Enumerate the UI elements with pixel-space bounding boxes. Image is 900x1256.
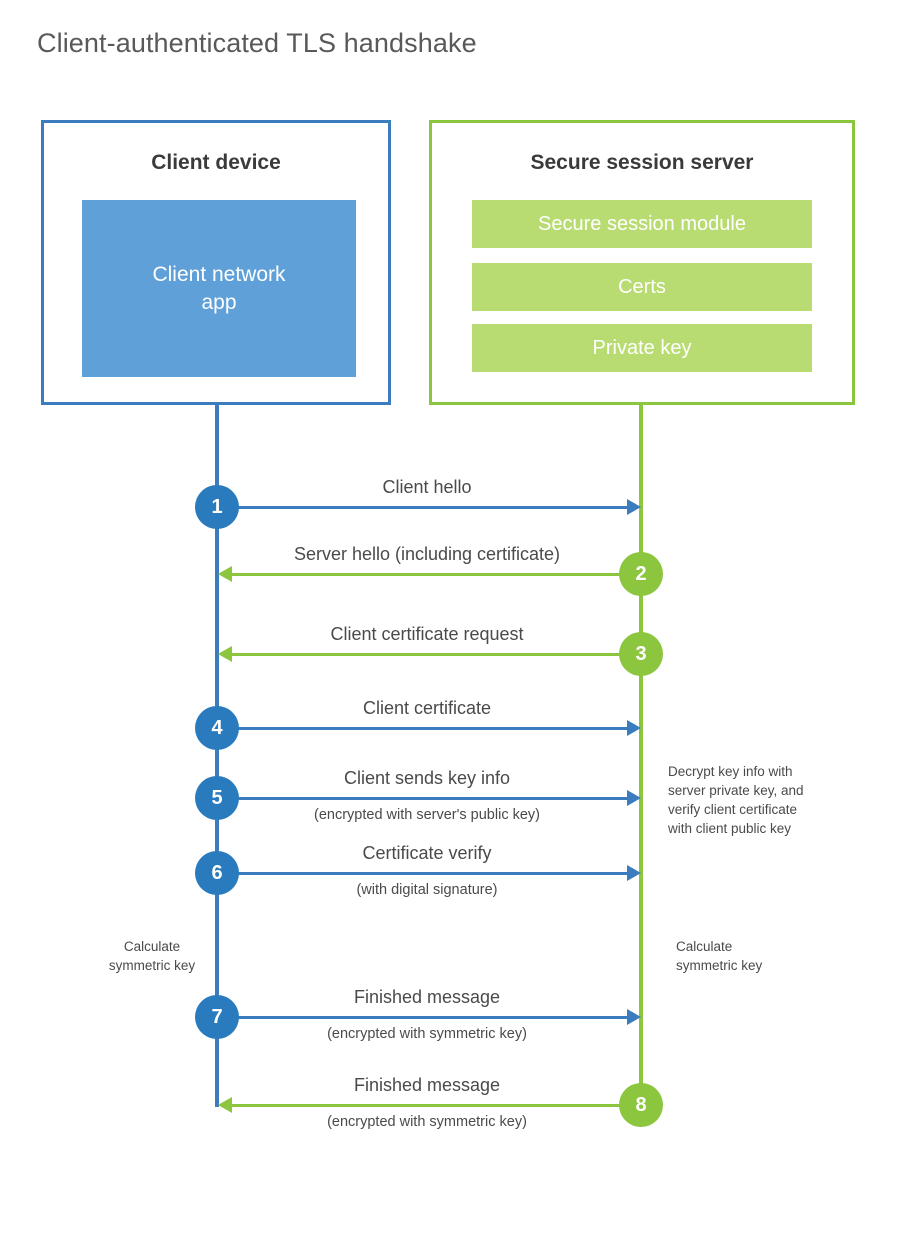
message-label-7: Finished message bbox=[353, 987, 501, 1007]
step-circle-2[interactable]: 2 bbox=[619, 552, 663, 596]
message-label-8: Finished message bbox=[353, 1075, 501, 1095]
page-title: Client-authenticated TLS handshake bbox=[37, 28, 477, 58]
arrow-head-icon-6 bbox=[627, 865, 641, 881]
server-component-secure-session-module: Secure session module bbox=[472, 200, 812, 248]
step-circle-5[interactable]: 5 bbox=[195, 776, 239, 820]
step-circle-8[interactable]: 8 bbox=[619, 1083, 663, 1127]
client-device-title: Client device bbox=[151, 151, 281, 174]
arrow-shaft-5 bbox=[217, 797, 635, 800]
server-decrypt-annotation: Decrypt key info with server private key… bbox=[668, 764, 804, 837]
step-circle-6[interactable]: 6 bbox=[195, 851, 239, 895]
secure-session-server-box: Secure session server Secure session mod… bbox=[429, 120, 855, 405]
arrow-head-icon-1 bbox=[627, 499, 641, 515]
arrow-shaft-3 bbox=[222, 653, 641, 656]
arrow-head-icon-8 bbox=[218, 1097, 232, 1113]
step-circle-7[interactable]: 7 bbox=[195, 995, 239, 1039]
message-sublabel-6: (with digital signature) bbox=[356, 882, 498, 898]
client-network-app-label: Client network app bbox=[152, 262, 286, 314]
client-device-box: Client device Client network app bbox=[41, 120, 391, 405]
arrow-shaft-2 bbox=[222, 573, 641, 576]
message-sublabel-7: (encrypted with symmetric key) bbox=[327, 1026, 527, 1042]
server-component-certs: Certs bbox=[472, 263, 812, 311]
message-label-6: Certificate verify bbox=[362, 843, 492, 863]
arrow-shaft-4 bbox=[217, 727, 635, 730]
server-component-label: Certs bbox=[618, 275, 666, 298]
arrow-head-icon-7 bbox=[627, 1009, 641, 1025]
arrow-head-icon-3 bbox=[218, 646, 232, 662]
message-label-3: Client certificate request bbox=[330, 624, 524, 644]
arrow-head-icon-4 bbox=[627, 720, 641, 736]
arrow-head-icon-2 bbox=[218, 566, 232, 582]
server-calculate-symmetric-key-annotation: Calculate symmetric key bbox=[676, 939, 763, 974]
step-circle-1[interactable]: 1 bbox=[195, 485, 239, 529]
arrow-shaft-7 bbox=[217, 1016, 635, 1019]
message-label-4: Client certificate bbox=[362, 698, 492, 718]
arrow-head-icon-5 bbox=[627, 790, 641, 806]
step-circle-3[interactable]: 3 bbox=[619, 632, 663, 676]
message-sublabel-5: (encrypted with server's public key) bbox=[314, 807, 540, 823]
server-component-label: Secure session module bbox=[538, 212, 746, 235]
client-lifeline bbox=[215, 405, 219, 1107]
message-label-5: Client sends key info bbox=[343, 768, 511, 788]
secure-session-server-title: Secure session server bbox=[530, 151, 754, 174]
arrow-shaft-1 bbox=[217, 506, 635, 509]
step-circle-4[interactable]: 4 bbox=[195, 706, 239, 750]
server-lifeline bbox=[639, 405, 643, 1107]
message-label-2: Server hello (including certificate) bbox=[293, 544, 561, 564]
client-network-app-block: Client network app bbox=[82, 200, 356, 377]
server-component-private-key: Private key bbox=[472, 324, 812, 372]
arrow-shaft-8 bbox=[222, 1104, 641, 1107]
client-calculate-symmetric-key-annotation: Calculate symmetric key bbox=[108, 939, 196, 974]
arrow-shaft-6 bbox=[217, 872, 635, 875]
message-sublabel-8: (encrypted with symmetric key) bbox=[327, 1114, 527, 1130]
message-label-1: Client hello bbox=[382, 477, 472, 497]
server-component-label: Private key bbox=[592, 336, 692, 359]
